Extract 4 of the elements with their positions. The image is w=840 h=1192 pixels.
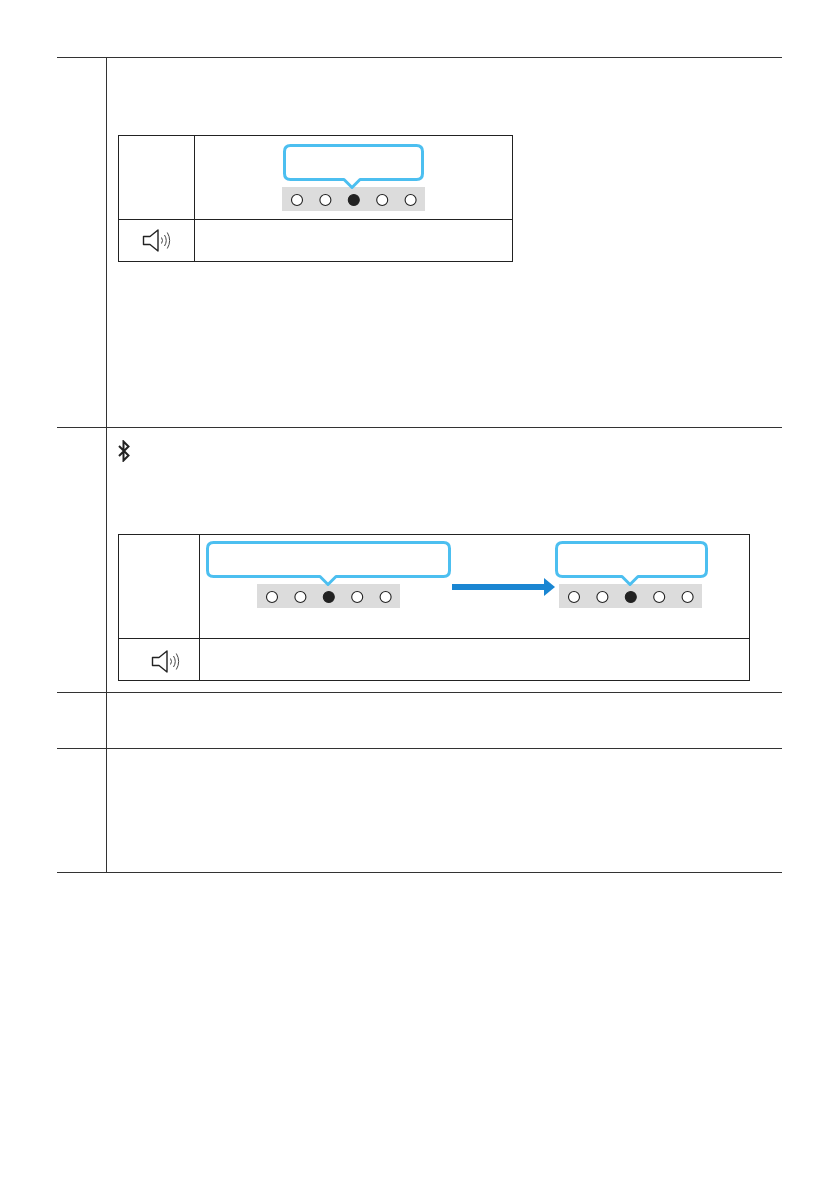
led-indicator-drawing <box>206 541 452 609</box>
led-indicator-drawing <box>282 144 426 210</box>
led-indicator-drawing <box>555 541 708 609</box>
arrow <box>452 578 555 596</box>
